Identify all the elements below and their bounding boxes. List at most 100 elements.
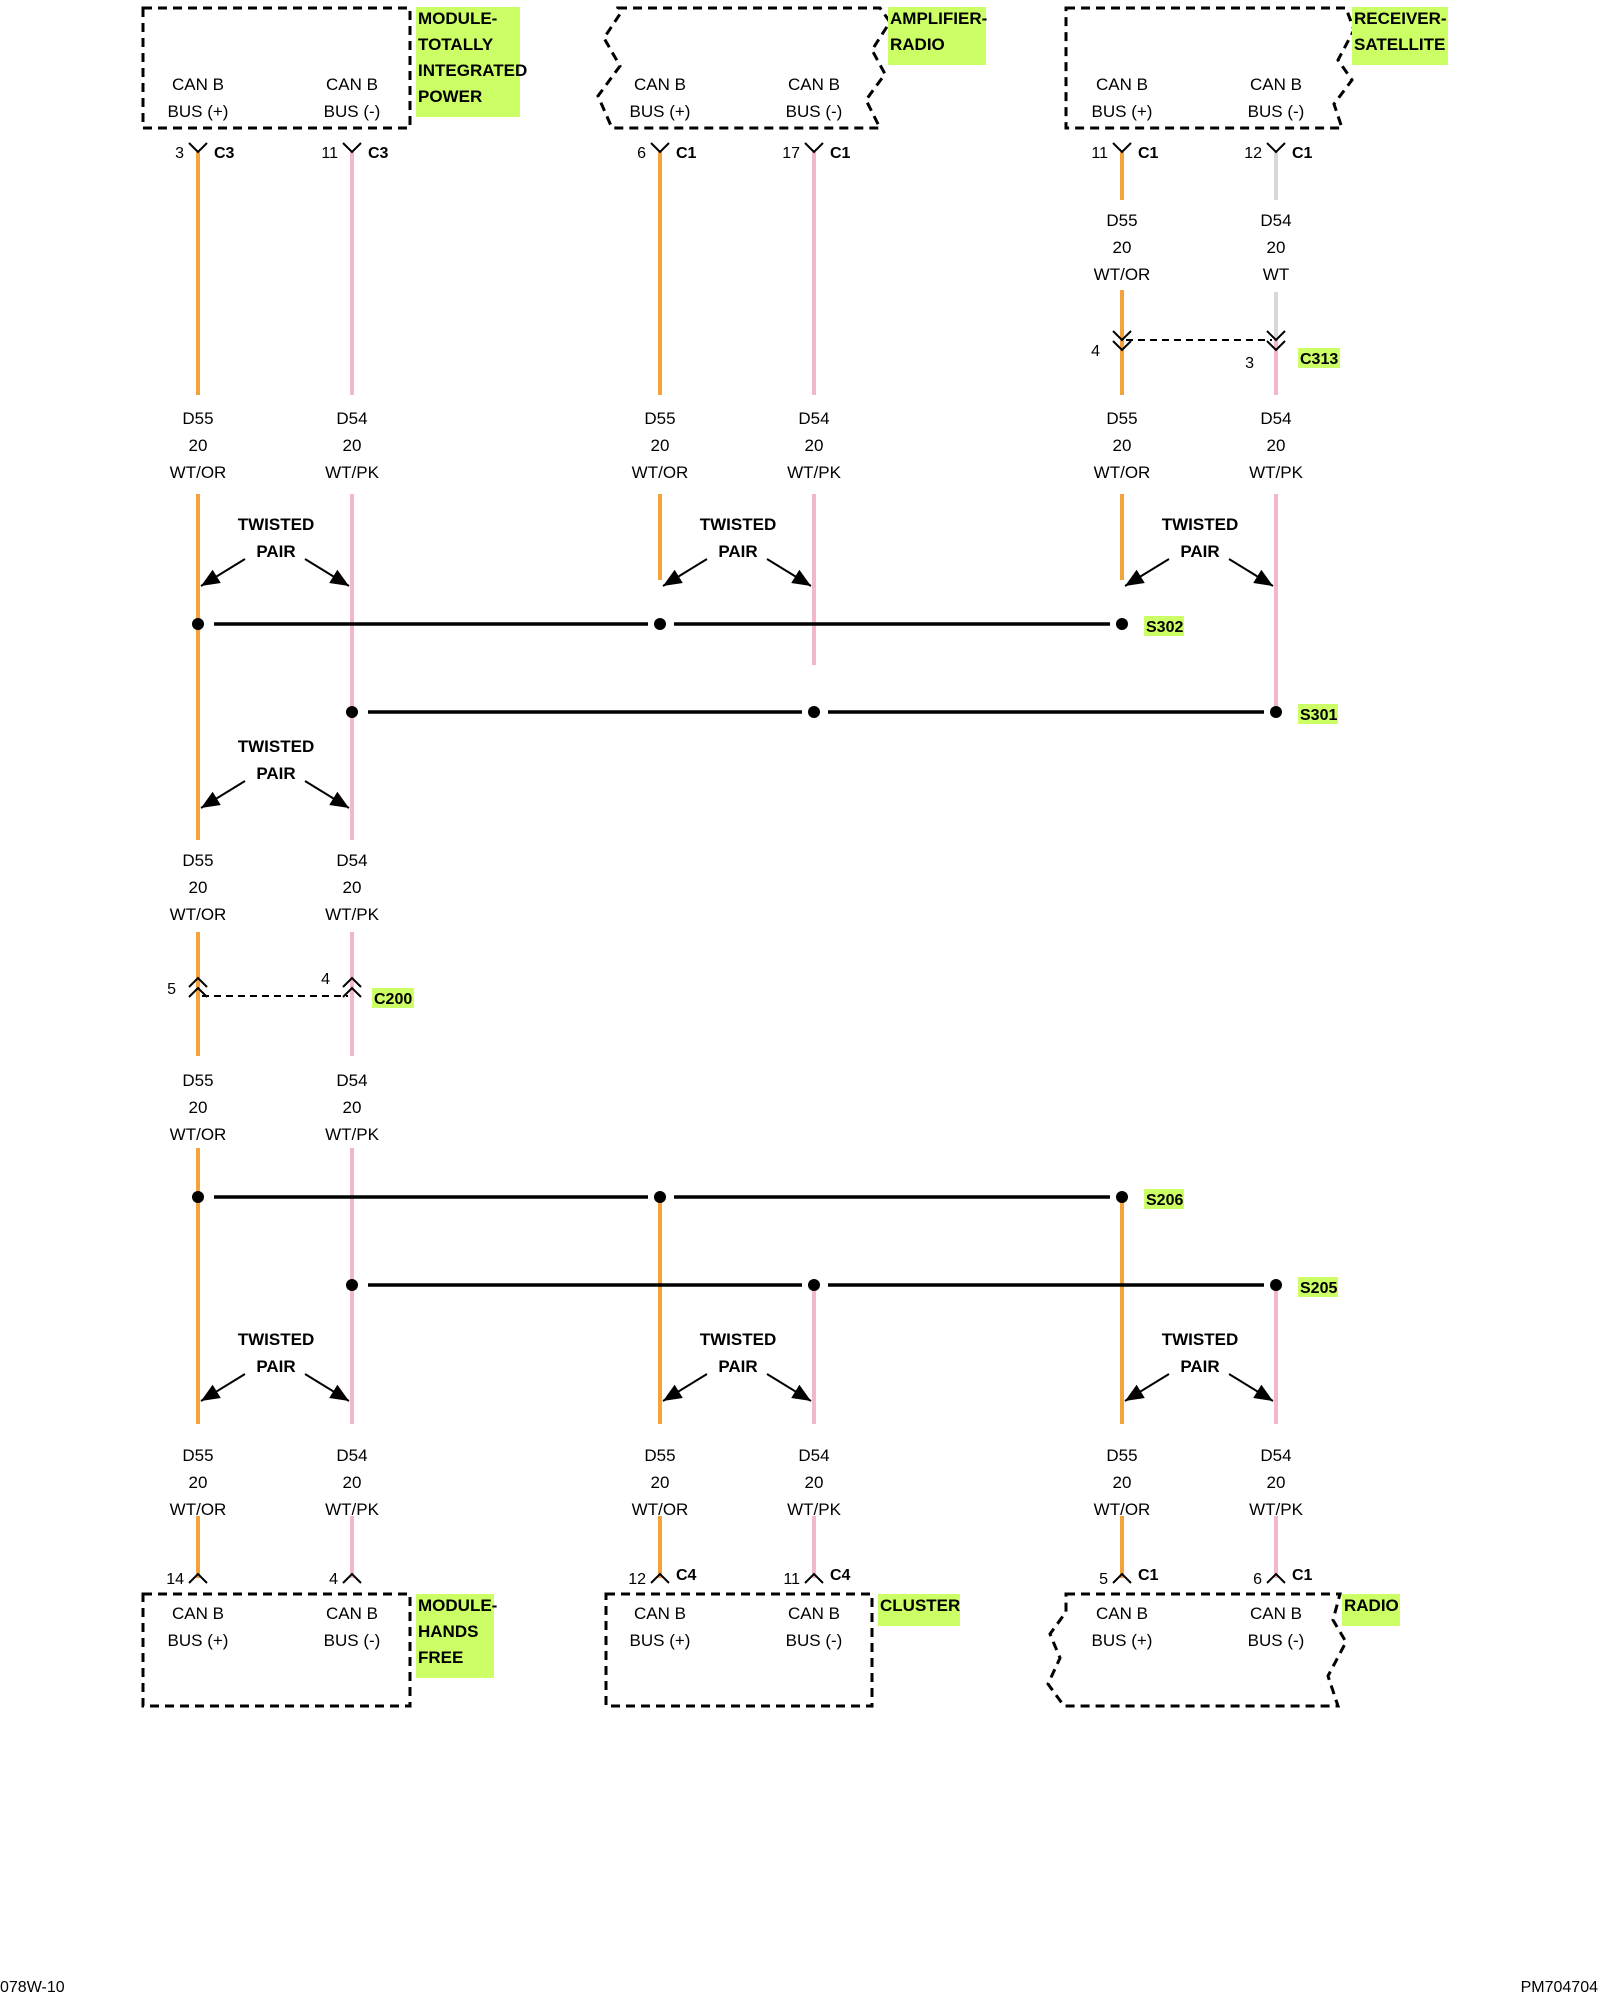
connector-symbol — [342, 976, 362, 988]
module-label-tipm-line: INTEGRATED — [418, 61, 527, 80]
twisted-pair-label: TWISTED — [1162, 1330, 1239, 1349]
wire-label: 20 — [343, 436, 362, 455]
wire-label: 20 — [189, 1098, 208, 1117]
connector-symbol — [1112, 330, 1132, 342]
pin-label: CAN B — [634, 75, 686, 94]
pin-label: BUS (-) — [1248, 1631, 1305, 1650]
wire-label: D54 — [336, 1071, 367, 1090]
wire-label: D55 — [1106, 409, 1137, 428]
connector-name: C1 — [1138, 1567, 1159, 1584]
module-box-radio — [1046, 1592, 1348, 1708]
wire-label: 20 — [651, 1473, 670, 1492]
connector-name: C4 — [676, 1567, 697, 1584]
pin-label: BUS (+) — [168, 1631, 229, 1650]
module-box-sat — [1064, 6, 1356, 130]
module-label-sat-line: SATELLITE — [1354, 35, 1445, 54]
footer-right-code: PM704704 — [1521, 1979, 1598, 1996]
pin-label: BUS (-) — [324, 102, 381, 121]
splice-dot-s205 — [346, 1279, 358, 1291]
arrowhead — [329, 569, 349, 586]
connector-pin: 6 — [637, 145, 646, 162]
connector-symbol — [1112, 1572, 1132, 1584]
module-label-hfm-line: MODULE- — [418, 1596, 497, 1615]
module-label-tipm-line: MODULE- — [418, 9, 497, 28]
pin-label: CAN B — [788, 75, 840, 94]
pin-label: CAN B — [1250, 1604, 1302, 1623]
module-label-sat-line: RECEIVER- — [1354, 9, 1447, 28]
wire-label: D54 — [1260, 211, 1291, 230]
pin-label: CAN B — [172, 75, 224, 94]
wire-label: 20 — [189, 1473, 208, 1492]
wire-label: WT/PK — [1249, 463, 1303, 482]
twisted-pair-label: PAIR — [718, 542, 757, 561]
wire-label: D55 — [182, 1071, 213, 1090]
connector-symbol — [1266, 142, 1286, 154]
wire-label: D55 — [182, 851, 213, 870]
splice-label-s206: S206 — [1146, 1192, 1183, 1209]
wire-label: D55 — [182, 1446, 213, 1465]
pin-label: CAN B — [172, 1604, 224, 1623]
connector-pin: 5 — [1099, 1571, 1108, 1588]
wire-label: D55 — [182, 409, 213, 428]
pin-label: CAN B — [788, 1604, 840, 1623]
pin-label: BUS (-) — [1248, 102, 1305, 121]
module-label-radio-highlight — [1342, 1594, 1400, 1626]
connector-name: C1 — [830, 145, 851, 162]
pin-label: CAN B — [634, 1604, 686, 1623]
twisted-pair-label: TWISTED — [700, 515, 777, 534]
arrowhead — [1125, 1384, 1145, 1401]
pin-label: CAN B — [326, 1604, 378, 1623]
wire-label: D54 — [798, 409, 829, 428]
twisted-pair-label: PAIR — [256, 1357, 295, 1376]
splice-dot-s302 — [1116, 618, 1128, 630]
connector-symbol — [188, 986, 208, 998]
connector-pin: 17 — [782, 145, 800, 162]
splice-highlight-s302 — [1144, 616, 1184, 636]
arrowhead — [663, 1384, 683, 1401]
connector-pin: 12 — [1244, 145, 1262, 162]
wire-label: 20 — [1267, 238, 1286, 257]
splice-dot-s301 — [808, 706, 820, 718]
wire-label: 20 — [1267, 436, 1286, 455]
wire-label: WT/PK — [325, 1500, 379, 1519]
module-label-hfm-line: HANDS — [418, 1622, 478, 1641]
wire-label: 20 — [1113, 238, 1132, 257]
wire-label: WT/OR — [170, 1500, 227, 1519]
wire-label: WT/OR — [1094, 265, 1151, 284]
connector-pin: 11 — [783, 1571, 800, 1588]
connector-name: C3 — [368, 145, 389, 162]
module-box-hfm — [141, 1592, 412, 1708]
connector-symbol — [1266, 330, 1286, 342]
wire-label: D55 — [1106, 211, 1137, 230]
twisted-pair-label: PAIR — [256, 764, 295, 783]
wire-label: WT/OR — [632, 463, 689, 482]
connector-symbol — [1266, 340, 1286, 352]
module-label-cluster-highlight — [878, 1594, 960, 1626]
wire-label: D54 — [1260, 409, 1291, 428]
arrowhead — [663, 569, 683, 586]
connector-name-c200: C200 — [374, 991, 412, 1008]
splice-label-s302: S302 — [1146, 619, 1183, 636]
connector-pin: 3 — [1245, 355, 1254, 372]
arrowhead — [201, 1384, 221, 1401]
wire-label: 20 — [805, 436, 824, 455]
pin-label: CAN B — [326, 75, 378, 94]
connector-pin: 4 — [321, 971, 330, 988]
pin-label: BUS (+) — [630, 1631, 691, 1650]
wire-label: D55 — [1106, 1446, 1137, 1465]
module-label-hfm-line: FREE — [418, 1648, 463, 1667]
splice-dot-s302 — [192, 618, 204, 630]
pin-label: CAN B — [1250, 75, 1302, 94]
connector-name: C1 — [1292, 1567, 1313, 1584]
wire-label: WT/PK — [787, 463, 841, 482]
connector-symbol — [650, 1572, 670, 1584]
arrowhead — [791, 569, 811, 586]
wire-label: WT/PK — [1249, 1500, 1303, 1519]
splice-dot-s206 — [192, 1191, 204, 1203]
connector-pin: 14 — [166, 1571, 184, 1588]
wire-label: D54 — [798, 1446, 829, 1465]
twisted-pair-label: TWISTED — [238, 515, 315, 534]
splice-dot-s205 — [808, 1279, 820, 1291]
connector-highlight-c200 — [372, 988, 414, 1008]
